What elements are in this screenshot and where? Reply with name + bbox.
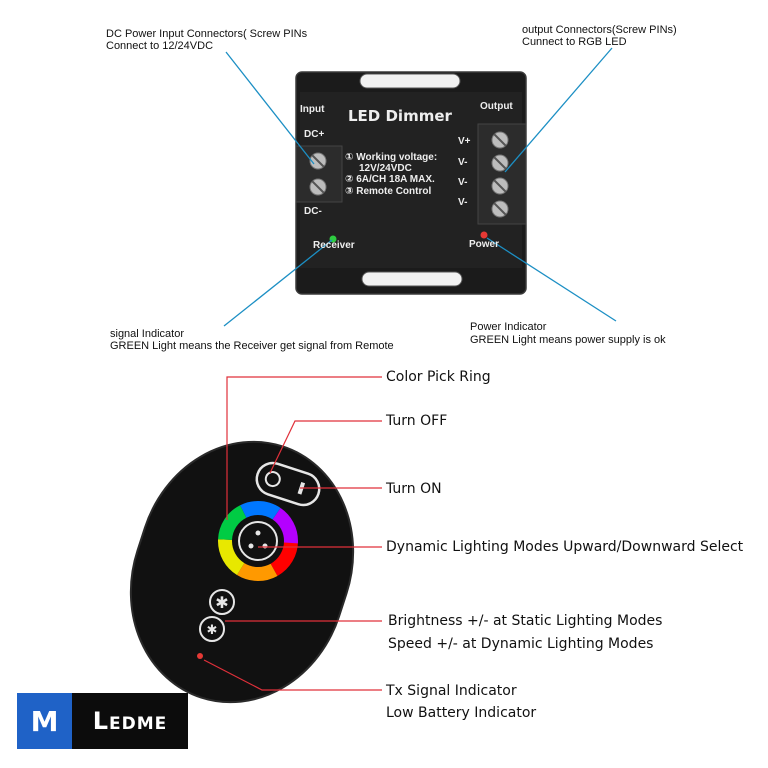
low-battery-label: Low Battery Indicator [386, 705, 537, 721]
brand-logo: M Ledme [17, 693, 188, 749]
spec-line-3: ② 6A/CH 18A MAX. [345, 174, 435, 185]
svg-text:✱: ✱ [215, 595, 228, 612]
input-label: Input [300, 104, 325, 115]
on-off-button[interactable] [253, 459, 324, 509]
turn-on-label: Turn ON [386, 481, 442, 497]
color-ring-label: Color Pick Ring [386, 369, 491, 385]
svg-text:✱: ✱ [207, 622, 218, 637]
receiver-label: Receiver [313, 240, 355, 251]
brightness-up-button[interactable]: ✱ [209, 589, 235, 615]
input-terminal-block [295, 145, 343, 203]
output-label: Output [480, 101, 513, 112]
led-dimmer-device [295, 71, 527, 295]
spec-line-1: ① Working voltage: [345, 152, 438, 163]
tx-signal-label: Tx Signal Indicator [386, 683, 517, 699]
power-callout-line1: Power Indicator [470, 321, 547, 333]
tx-indicator-led [197, 653, 203, 659]
off-icon [264, 471, 281, 488]
pin-label-3: V- [458, 177, 468, 188]
power-label: Power [469, 239, 500, 250]
brightness-down-button[interactable]: ✱ [199, 616, 225, 642]
remote-control: ✱ ✱ [129, 440, 355, 704]
pin-label-4: V- [458, 197, 468, 208]
signal-callout-line1: signal Indicator [110, 328, 184, 340]
output-terminal-block [477, 123, 527, 225]
power-callout-line2: GREEN Light means power supply is ok [470, 334, 666, 346]
signal-callout-line2: GREEN Light means the Receiver get signa… [110, 340, 394, 352]
device-title: LED Dimmer [348, 107, 452, 125]
color-pick-ring[interactable] [218, 501, 298, 581]
output-callout-line2: Cunnect to RGB LED [522, 36, 627, 48]
turn-off-label: Turn OFF [386, 413, 448, 429]
dc-input-callout-line2: Connect to 12/24VDC [106, 40, 214, 52]
brightness-label: Brightness +/- at Static Lighting Modes [388, 613, 663, 629]
speed-label: Speed +/- at Dynamic Lighting Modes [388, 636, 654, 652]
dc-plus-label: DC+ [304, 129, 325, 140]
spec-line-2: 12V/24VDC [359, 163, 412, 174]
brand-mark: M [17, 693, 72, 749]
dynamic-modes-label: Dynamic Lighting Modes Upward/Downward S… [386, 539, 744, 555]
dc-minus-label: DC- [304, 206, 322, 217]
spec-line-4: ③ Remote Control [345, 186, 432, 197]
callout-lines [223, 47, 617, 327]
pin-label-2: V- [458, 157, 468, 168]
power-led [480, 231, 488, 239]
dc-input-callout-line1: DC Power Input Connectors( Screw PINs [106, 28, 308, 40]
pin-label-1: V+ [458, 136, 471, 147]
output-callout-line1: output Connectors(Screw PINs) [522, 24, 677, 36]
remote-callout-lines [203, 376, 382, 691]
brand-name: Ledme [72, 693, 188, 749]
